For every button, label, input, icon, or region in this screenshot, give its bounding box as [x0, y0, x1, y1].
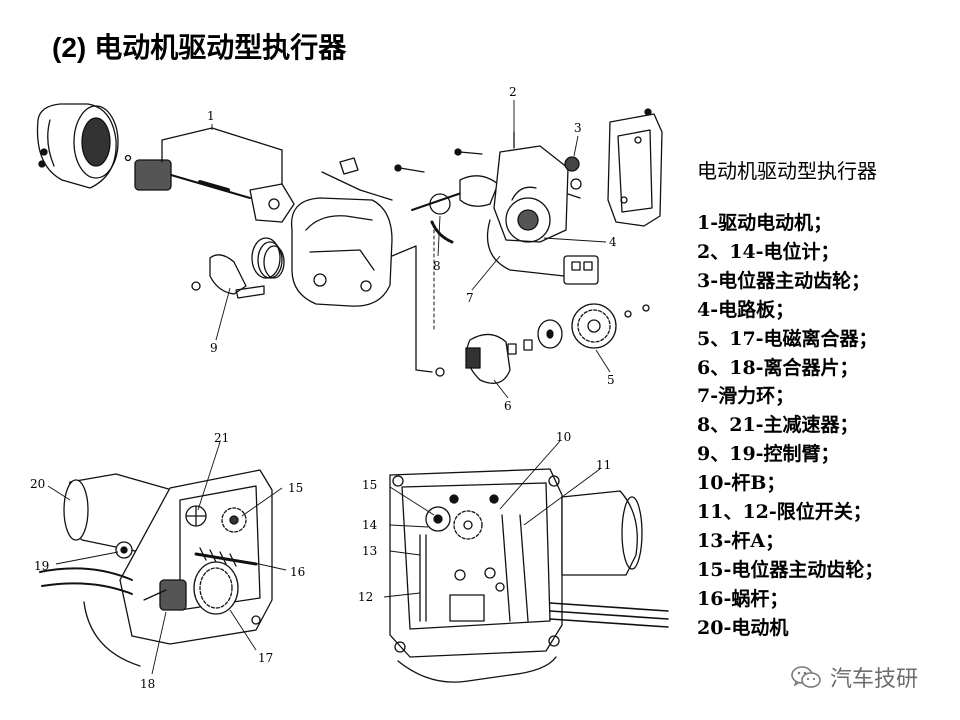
wechat-icon	[791, 666, 821, 688]
callout-19: 19	[34, 559, 49, 573]
front-view-illustration: 10 11 15 14 13 12	[350, 425, 675, 695]
callout-8: 8	[433, 259, 441, 273]
callout-15-cutaway: 15	[288, 481, 303, 495]
slide-title: (2)电动机驱动型执行器	[52, 28, 346, 68]
legend-item: 16-蜗杆；	[697, 587, 789, 610]
callout-5: 5	[607, 373, 615, 387]
callout-1: 1	[207, 109, 215, 123]
legend-item: 11、12-限位开关；	[697, 501, 872, 524]
legend-item: 7-滑力环；	[697, 385, 795, 408]
watermark-text: 汽车技研	[830, 667, 919, 692]
callout-13: 13	[362, 544, 377, 558]
title-text: 电动机驱动型执行器	[94, 31, 347, 64]
callout-12: 12	[358, 590, 373, 604]
callout-7: 7	[466, 291, 474, 305]
legend-list: 1-驱动电动机； 2、14-电位计； 3-电位器主动齿轮； 4-电路板； 5、1…	[697, 209, 952, 643]
legend-item: 1-驱动电动机；	[697, 212, 833, 234]
cutaway-view-drawing: 21 15 16 17 18 19 20	[30, 431, 305, 691]
callout-21: 21	[214, 431, 229, 445]
watermark: 汽车技研	[790, 662, 918, 692]
callout-17: 17	[258, 651, 273, 665]
legend-heading: 电动机驱动型执行器	[697, 159, 877, 183]
callout-3: 3	[574, 121, 582, 135]
legend-item: 6、18-离合器片；	[697, 356, 859, 379]
legend-item: 5、17-电磁离合器；	[697, 327, 878, 350]
legend-item: 8、21-主减速器；	[697, 414, 859, 437]
callout-11: 11	[596, 458, 611, 472]
callout-9: 9	[210, 341, 218, 355]
exploded-view-illustration: 1 2 3 4 5 6 7 8 9	[20, 80, 675, 420]
legend-item: 9、19-控制臂；	[697, 443, 840, 466]
legend-item: 2、14-电位计；	[697, 240, 840, 263]
callout-10: 10	[556, 430, 571, 444]
exploded-view-drawing: 1 2 3 4 5 6 7 8 9	[36, 85, 663, 413]
callout-16: 16	[290, 565, 305, 579]
callout-14: 14	[362, 518, 378, 532]
callout-2: 2	[509, 85, 517, 99]
legend-item: 15-电位器主动齿轮；	[697, 558, 884, 581]
legend-item: 10-杆B；	[697, 472, 786, 495]
legend-item: 4-电路板；	[697, 298, 795, 321]
legend-item: 20-电动机	[697, 616, 789, 639]
front-view-drawing: 10 11 15 14 13 12	[358, 430, 669, 683]
parts-legend: 电动机驱动型执行器 1-驱动电动机； 2、14-电位计； 3-电位器主动齿轮； …	[697, 157, 952, 643]
callout-18: 18	[140, 677, 155, 691]
callout-6: 6	[504, 399, 512, 413]
legend-item: 3-电位器主动齿轮；	[697, 269, 871, 292]
callout-4: 4	[609, 235, 617, 249]
callout-20: 20	[30, 477, 45, 491]
legend-item: 13-杆A；	[697, 529, 785, 552]
callout-15-front: 15	[362, 478, 377, 492]
cutaway-view-illustration: 21 15 16 17 18 19 20	[20, 430, 350, 695]
title-prefix: (2)	[52, 32, 87, 63]
